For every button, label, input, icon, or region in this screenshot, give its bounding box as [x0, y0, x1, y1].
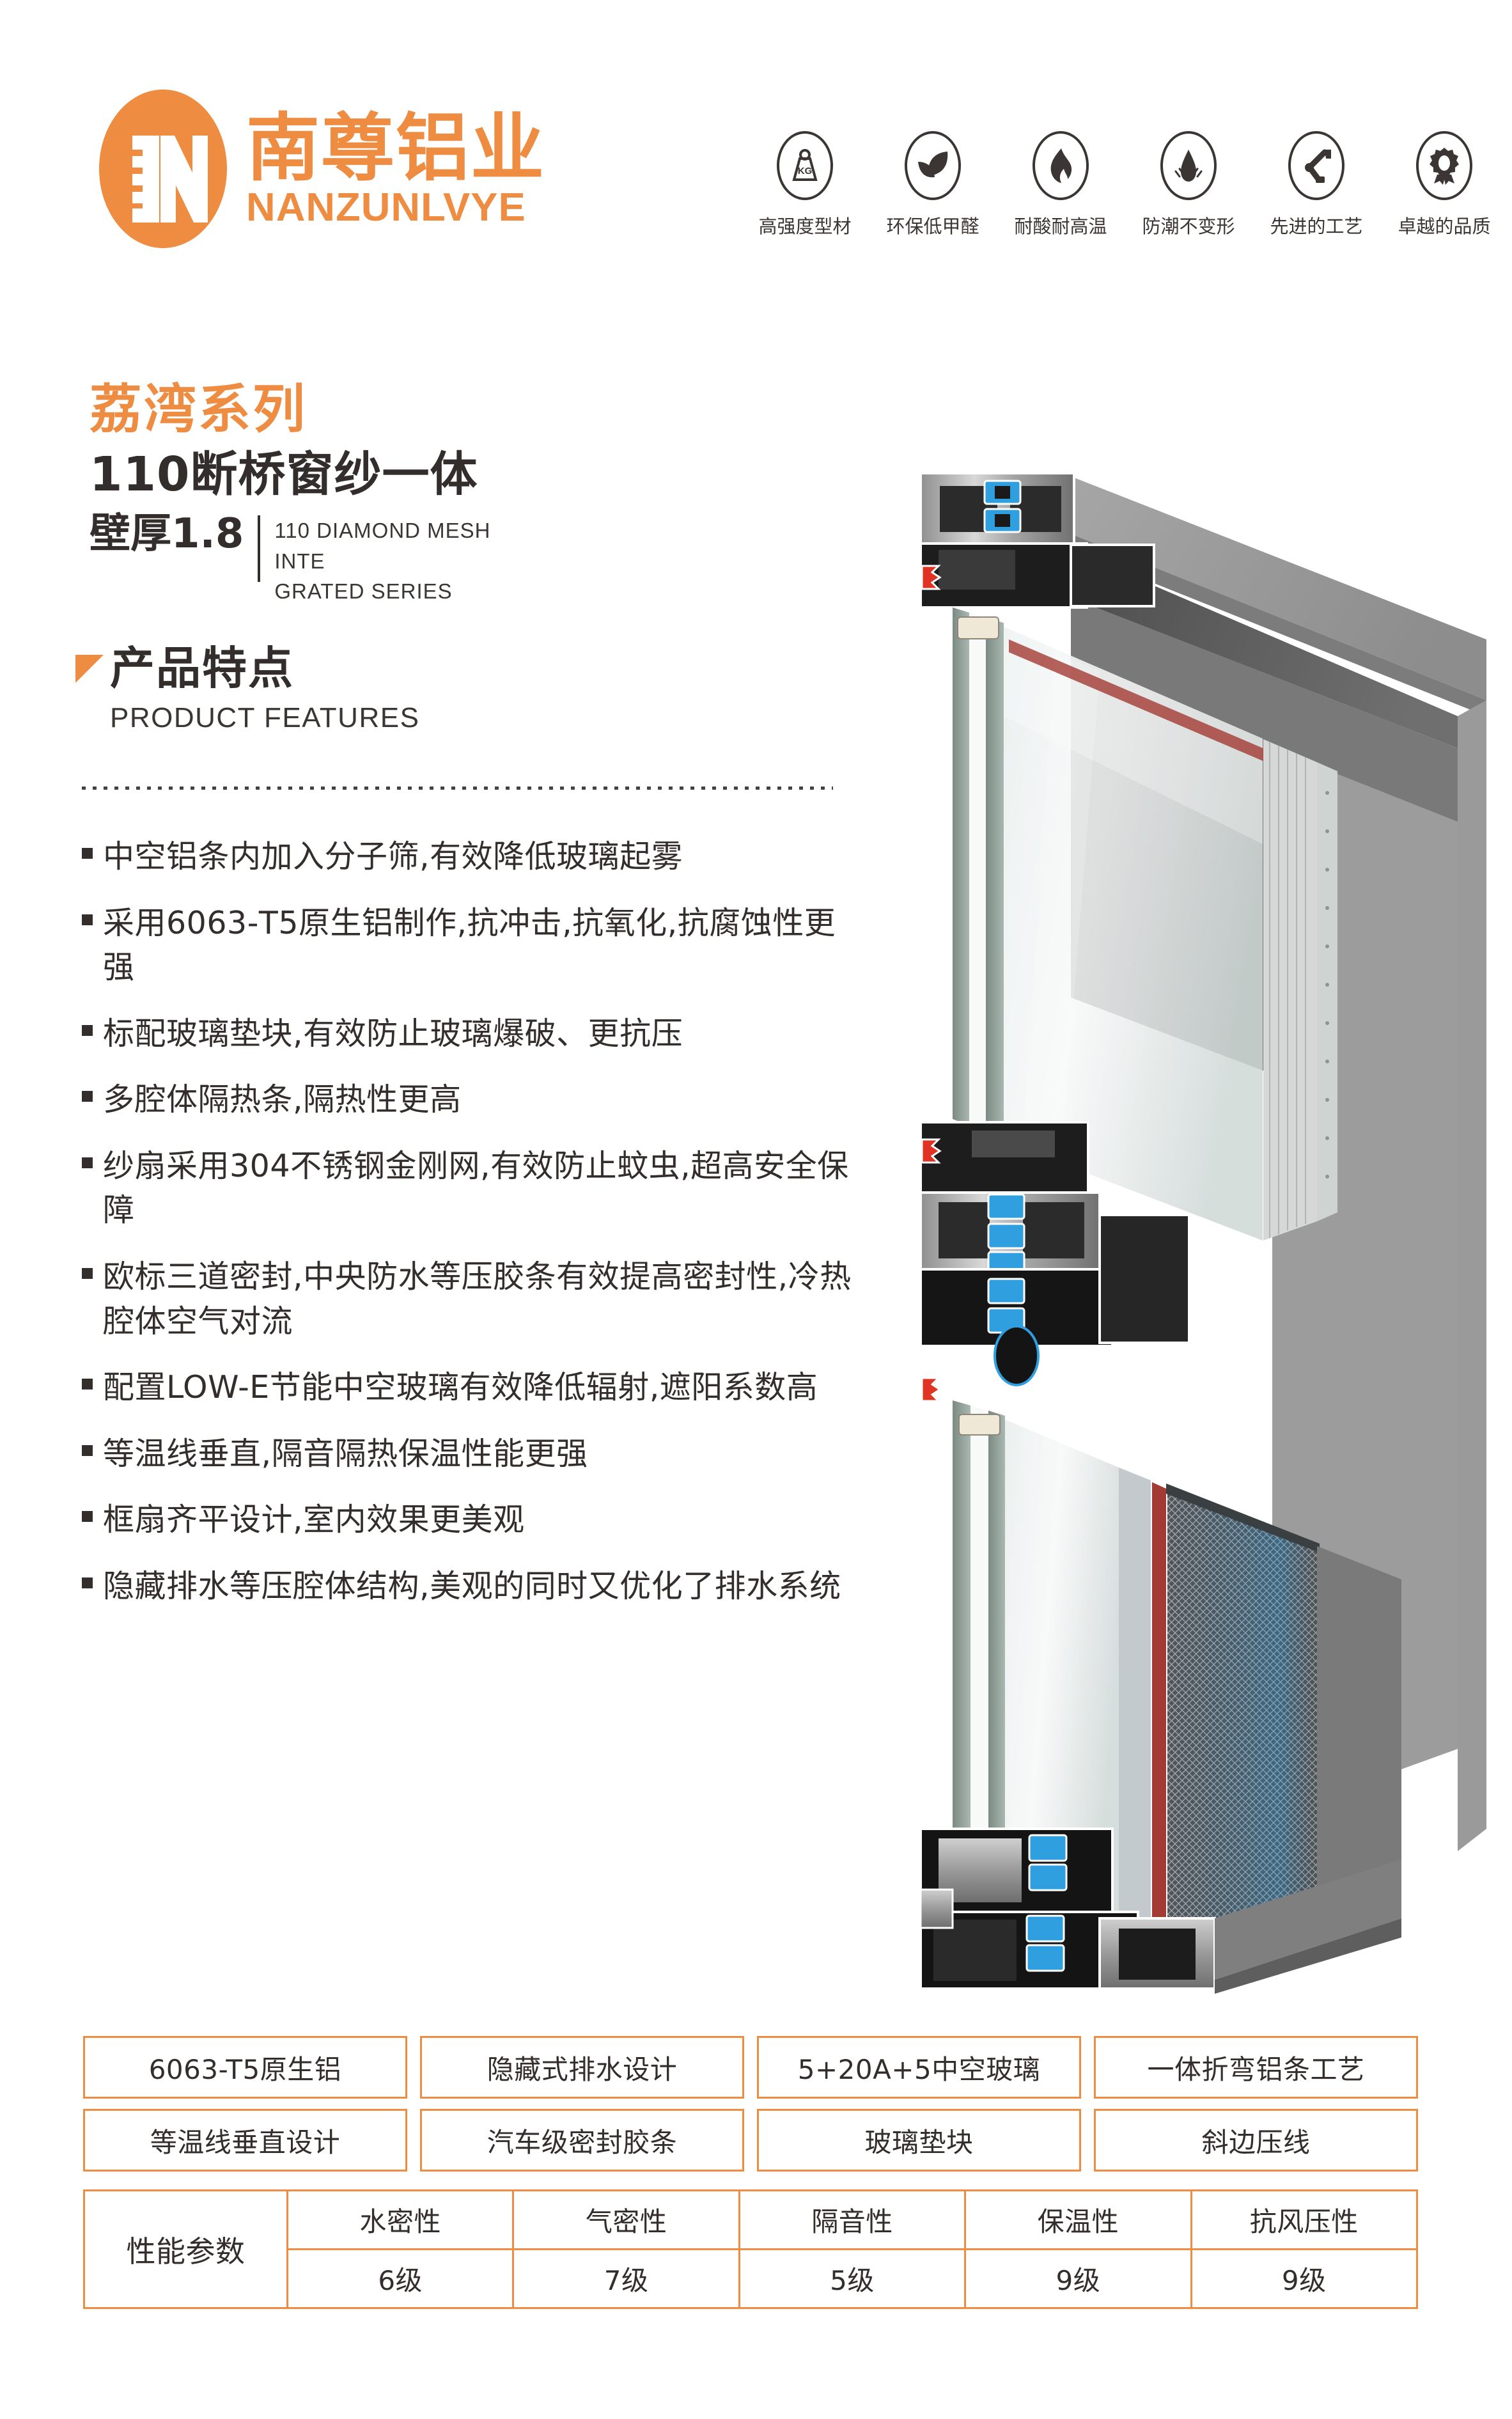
brand-name-en: NANZUNLVYE: [246, 185, 526, 230]
header-feature-item: 卓越的品质: [1397, 131, 1492, 239]
water-drop-icon: [1160, 131, 1217, 200]
table-row-header: 性能参数: [83, 2189, 288, 2309]
header-feature-label: 卓越的品质: [1398, 215, 1491, 237]
table-column-header: 隔音性: [738, 2189, 967, 2250]
spec-tag: 等温线垂直设计: [83, 2109, 407, 2172]
spec-tag: 一体折弯铝条工艺: [1094, 2036, 1418, 2099]
list-item: 配置LOW-E节能中空玻璃有效降低辐射,遮阳系数高: [82, 1365, 855, 1410]
product-profile-image: [908, 448, 1502, 1995]
list-item: 隐藏排水等压腔体结构,美观的同时又优化了排水系统: [82, 1564, 855, 1609]
header-feature-label: 耐酸耐高温: [1014, 215, 1107, 237]
series-en-line2: GRATED SERIES: [274, 579, 453, 604]
table-column-header: 保温性: [964, 2189, 1192, 2250]
table-row: 6级 7级 5级 9级 9级: [84, 2248, 1419, 2309]
table-cell-value: 7级: [512, 2248, 740, 2309]
list-item: 纱扇采用304不锈钢金刚网,有效防止蚊虫,超高安全保障: [82, 1144, 855, 1233]
bullet-square-icon: [82, 914, 93, 925]
product-features-heading: 产品特点 PRODUCT FEATURES: [75, 646, 419, 734]
award-badge-icon: [1416, 131, 1472, 200]
list-item-text: 采用6063-T5原生铝制作,抗冲击,抗氧化,抗腐蚀性更强: [103, 904, 836, 986]
bullet-square-icon: [82, 1511, 93, 1523]
list-item: 欧标三道密封,中央防水等压胶条有效提高密封性,冷热腔体空气对流: [82, 1255, 855, 1343]
header-feature-label: 防潮不变形: [1142, 215, 1235, 237]
list-item-text: 等温线垂直,隔音隔热保温性能更强: [103, 1435, 588, 1472]
spec-tag: 斜边压线: [1094, 2109, 1418, 2172]
series-name: 荔湾系列: [90, 379, 308, 440]
list-item-text: 隐藏排水等压腔体结构,美观的同时又优化了排水系统: [103, 1567, 841, 1604]
performance-parameter-table: 性能参数 水密性 气密性 隔音性 保温性 抗风压性 6级 7级 5级 9级 9级: [83, 2189, 1419, 2309]
table-row: 性能参数 水密性 气密性 隔音性 保温性 抗风压性: [83, 2189, 1419, 2309]
nanzun-monogram-icon: [132, 136, 208, 223]
spec-tag: 隐藏式排水设计: [420, 2036, 744, 2099]
spec-tag: 6063-T5原生铝: [83, 2036, 407, 2099]
spec-tag: 5+20A+5中空玻璃: [757, 2036, 1081, 2099]
header-feature-item: 环保低甲醛: [885, 131, 980, 239]
features-heading-en: PRODUCT FEATURES: [110, 702, 420, 733]
series-en-line1: 110 DIAMOND MESH INTE: [274, 518, 491, 573]
bullet-square-icon: [82, 1157, 93, 1168]
bullet-square-icon: [82, 1444, 93, 1456]
header-feature-item: KG 高强度型材: [758, 131, 852, 239]
robot-arm-icon: [1288, 131, 1344, 200]
brand-name-cn: 南尊铝业: [246, 105, 546, 191]
features-title-row: 产品特点: [75, 646, 419, 691]
logo-mark-icon: [99, 90, 227, 248]
table-cell-value: 9级: [1190, 2248, 1419, 2309]
table-column-header: 气密性: [512, 2189, 740, 2250]
table-cell-value: 5级: [738, 2248, 967, 2309]
flame-icon: [1033, 131, 1089, 200]
leaf-icon: [905, 131, 961, 200]
window-profile-cutaway-illustration: [919, 472, 1486, 1994]
bullet-square-icon: [82, 1091, 93, 1102]
wall-thickness: 壁厚1.8: [90, 510, 244, 558]
svg-text:KG: KG: [798, 166, 813, 176]
header-feature-label: 先进的工艺: [1270, 215, 1363, 237]
series-name-en: 110 DIAMOND MESH INTE GRATED SERIES: [274, 513, 543, 607]
header-feature-item: 耐酸耐高温: [1013, 131, 1108, 239]
header-feature-label: 高强度型材: [758, 215, 852, 237]
feature-list: 中空铝条内加入分子筛,有效降低玻璃起雾 采用6063-T5原生铝制作,抗冲击,抗…: [82, 834, 855, 1631]
list-item-text: 多腔体隔热条,隔热性更高: [103, 1081, 462, 1118]
table-cell-value: 6级: [286, 2248, 515, 2309]
header-feature-item: 先进的工艺: [1269, 131, 1364, 239]
bullet-square-icon: [82, 1577, 93, 1588]
list-item-text: 标配玻璃垫块,有效防止玻璃爆破、更抗压: [103, 1015, 683, 1052]
header-feature-label: 环保低甲醛: [886, 215, 979, 237]
table-cell-value: 9级: [964, 2248, 1192, 2309]
header-feature-icon-row: KG 高强度型材 环保低甲醛 耐酸耐高温: [758, 131, 1492, 239]
thickness-row: 壁厚1.8 110 DIAMOND MESH INTE GRATED SERIE…: [90, 510, 793, 607]
list-item-text: 纱扇采用304不锈钢金刚网,有效防止蚊虫,超高安全保障: [103, 1147, 849, 1229]
page-header: 南尊铝业 NANZUNLVYE KG 高强度型材 环保低甲醛: [0, 0, 1512, 269]
bullet-square-icon: [82, 848, 93, 859]
model-name: 110断桥窗纱一体: [90, 447, 478, 502]
list-item: 框扇齐平设计,室内效果更美观: [82, 1498, 855, 1542]
list-item: 中空铝条内加入分子筛,有效降低玻璃起雾: [82, 834, 855, 879]
list-item: 等温线垂直,隔音隔热保温性能更强: [82, 1432, 855, 1476]
spec-tag-grid: 6063-T5原生铝 隐藏式排水设计 5+20A+5中空玻璃 一体折弯铝条工艺 …: [83, 2036, 1418, 2172]
list-item-text: 框扇齐平设计,室内效果更美观: [103, 1501, 525, 1538]
dotted-divider: [82, 787, 833, 790]
brand-wordmark: 南尊铝业 NANZUNLVYE: [246, 105, 546, 228]
list-item: 多腔体隔热条,隔热性更高: [82, 1077, 855, 1122]
product-title-block: 荔湾系列 110断桥窗纱一体 壁厚1.8 110 DIAMOND MESH IN…: [90, 384, 793, 607]
spec-tag: 玻璃垫块: [757, 2109, 1081, 2172]
table-column-header: 水密性: [286, 2189, 515, 2250]
bullet-square-icon: [82, 1268, 93, 1280]
list-item: 标配玻璃垫块,有效防止玻璃爆破、更抗压: [82, 1012, 855, 1056]
bullet-square-icon: [82, 1024, 93, 1036]
table-column-header: 抗风压性: [1190, 2189, 1419, 2250]
features-heading-cn: 产品特点: [110, 642, 294, 694]
title-divider: [258, 515, 261, 582]
brand-logo: 南尊铝业 NANZUNLVYE: [99, 90, 545, 248]
flag-marker-icon: [75, 655, 104, 683]
list-item: 采用6063-T5原生铝制作,抗冲击,抗氧化,抗腐蚀性更强: [82, 901, 855, 990]
list-item-text: 中空铝条内加入分子筛,有效降低玻璃起雾: [103, 838, 683, 875]
header-feature-item: 防潮不变形: [1141, 131, 1236, 239]
bullet-square-icon: [82, 1379, 93, 1390]
list-item-text: 配置LOW-E节能中空玻璃有效降低辐射,遮阳系数高: [103, 1369, 818, 1406]
weight-kg-icon: KG: [777, 131, 833, 200]
spec-tag: 汽车级密封胶条: [420, 2109, 744, 2172]
list-item-text: 欧标三道密封,中央防水等压胶条有效提高密封性,冷热腔体空气对流: [103, 1258, 852, 1340]
